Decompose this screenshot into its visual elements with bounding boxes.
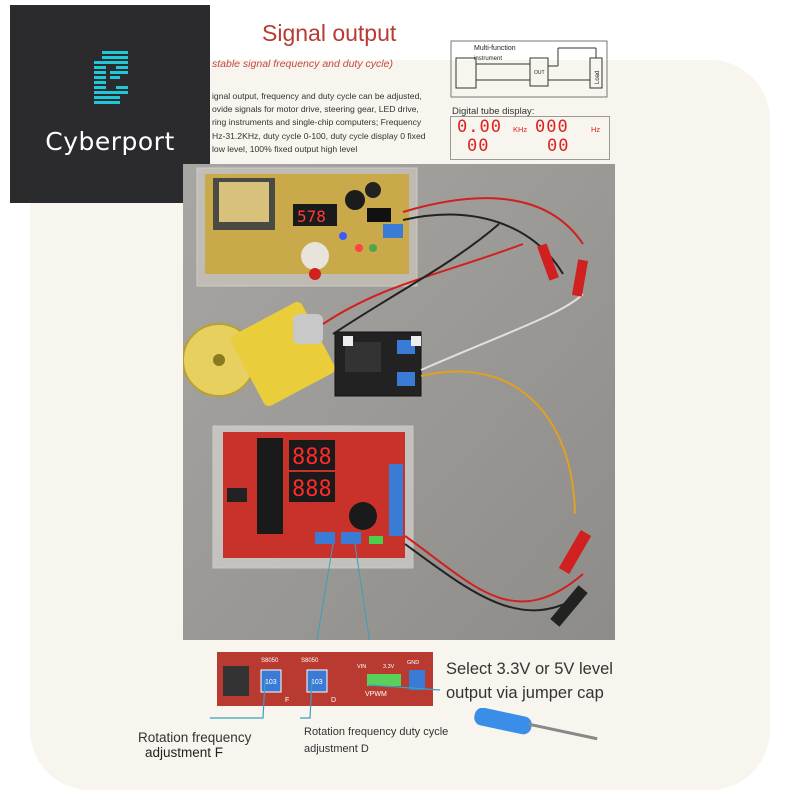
rotation-d-caption-line1: Rotation frequency duty cycle — [304, 726, 449, 738]
power-supply-board: 578 — [196, 167, 418, 287]
rotation-f-caption-line2: adjustment F — [145, 745, 224, 760]
chip2-label: S8050 — [301, 658, 319, 664]
cyberport-logo: Cyberport — [10, 5, 210, 203]
pot2-label: 103 — [311, 679, 323, 686]
page-title: Signal output — [262, 20, 397, 46]
logo-text: Cyberport — [45, 127, 175, 156]
description-line: ovide signals for motor drive, steering … — [212, 104, 419, 115]
board-closeup-illustration: S8050 S8050 103 103 F D VIN 3.3V VPWM GN… — [217, 652, 433, 706]
f-label: F — [285, 697, 289, 704]
freq-bottom-value: 00 — [467, 136, 490, 156]
hz-bottom-value: 00 — [547, 136, 570, 156]
signal-generator-board: 888 888 — [212, 425, 414, 569]
board-closeup-strip: S8050 S8050 103 103 F D VIN 3.3V VPWM GN… — [217, 652, 433, 706]
jumper-caption-line1: Select 3.3V or 5V level — [446, 660, 613, 678]
description-line: ring instruments and single-chip compute… — [212, 117, 422, 128]
v33-label: 3.3V — [383, 664, 395, 670]
jumper-caption-line2: output via jumper cap — [446, 684, 604, 702]
logo-mark-icon — [94, 51, 128, 104]
out-label: OUT — [534, 70, 545, 76]
product-photo-illustration: 578 — [183, 164, 615, 640]
rotation-f-caption-line1: Rotation frequency — [138, 730, 252, 745]
hz-unit: Hz — [591, 125, 601, 134]
svg-text:888: 888 — [292, 477, 332, 502]
khz-unit: KHz — [513, 125, 528, 134]
digital-display-label: Digital tube display: — [452, 106, 535, 117]
digital-display-box: 0.00 00 KHz 000 00 Hz — [450, 116, 610, 160]
hz-top-value: 000 — [535, 117, 569, 137]
load-label: Load — [595, 71, 601, 84]
diagram-instrument-label: instrument — [474, 56, 503, 62]
circuit-diagram: OUT Load — [450, 40, 608, 98]
rotation-d-caption-line2: adjustment D — [304, 743, 369, 755]
vin-label: VIN — [357, 664, 366, 670]
photo-display-value: 578 — [297, 207, 326, 226]
freq-top-value: 0.00 — [457, 117, 502, 137]
description-line: Hz-31.2KHz, duty cycle 0-100, duty cycle… — [212, 130, 426, 141]
description-text: ignal output, frequency and duty cycle c… — [212, 90, 447, 156]
description-line: ignal output, frequency and duty cycle c… — [212, 91, 422, 101]
gnd-label: GND — [407, 660, 419, 666]
diagram-label: Multi-function — [474, 45, 516, 52]
motor-driver-module — [334, 331, 422, 397]
svg-text:888: 888 — [292, 445, 332, 470]
product-photo: 578 — [183, 164, 615, 640]
description-line: low level, 100% fixed output high level — [212, 143, 358, 154]
chip1-label: S8050 — [261, 658, 279, 664]
pot1-label: 103 — [265, 679, 277, 686]
page-subtitle: stable signal frequency and duty cycle) — [212, 58, 393, 70]
vpwm-label: VPWM — [365, 691, 387, 698]
d-label: D — [331, 697, 336, 704]
gear-motor — [183, 302, 335, 406]
screwdriver-icon — [474, 708, 598, 741]
